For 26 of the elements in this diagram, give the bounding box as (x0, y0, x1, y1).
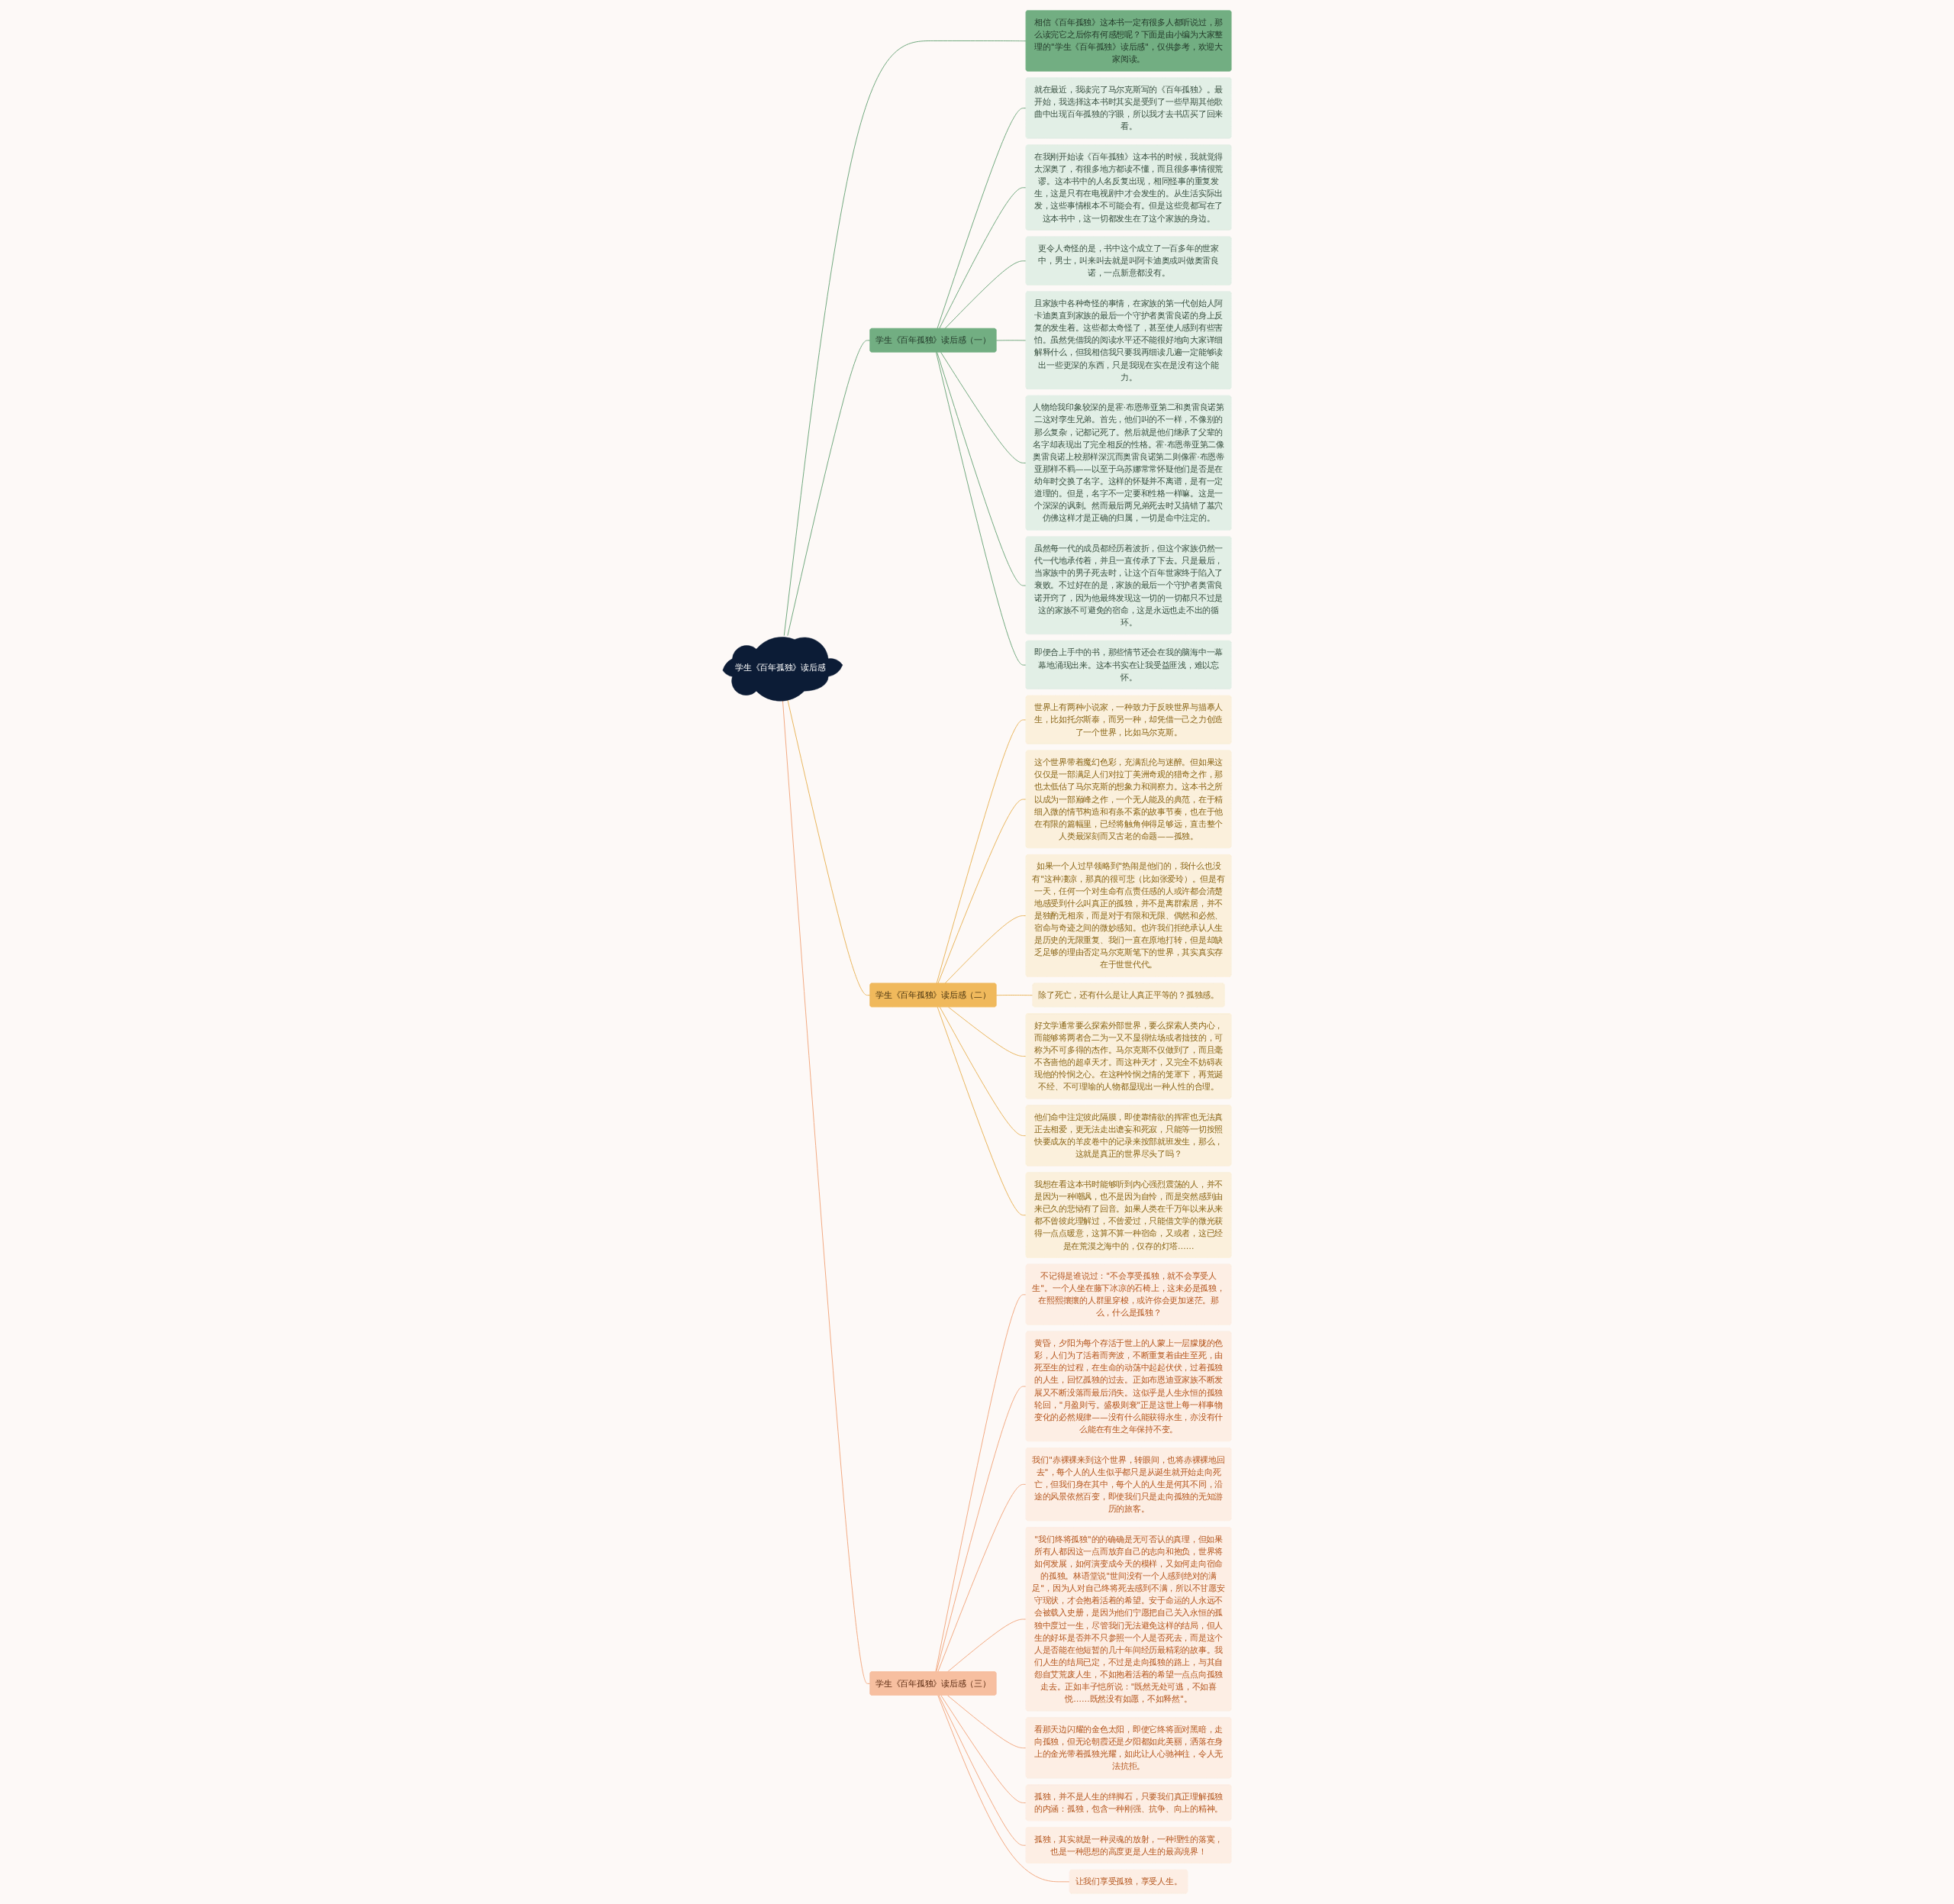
connector (940, 1695, 1027, 1804)
connector (995, 995, 1033, 996)
connector (937, 1695, 1071, 1883)
connector (938, 1695, 1027, 1846)
connector (787, 699, 871, 996)
connector (946, 1695, 1027, 1749)
connector (937, 1483, 1027, 1673)
connector (944, 260, 1027, 330)
connector (939, 1006, 1027, 1137)
connector (946, 1618, 1027, 1673)
connector (936, 1386, 1027, 1673)
connector (937, 799, 1027, 984)
connector (944, 915, 1027, 984)
connector (936, 719, 1027, 984)
connector (937, 108, 1027, 330)
connector (936, 351, 1027, 666)
connector (947, 1006, 1027, 1057)
connector (782, 699, 871, 1684)
connector (937, 351, 1027, 586)
connector (940, 351, 1027, 463)
connector (939, 187, 1027, 330)
connector (935, 1294, 1027, 1673)
connector (783, 40, 1027, 637)
connector (995, 340, 1027, 341)
connector (937, 1006, 1027, 1216)
connector (787, 340, 871, 637)
